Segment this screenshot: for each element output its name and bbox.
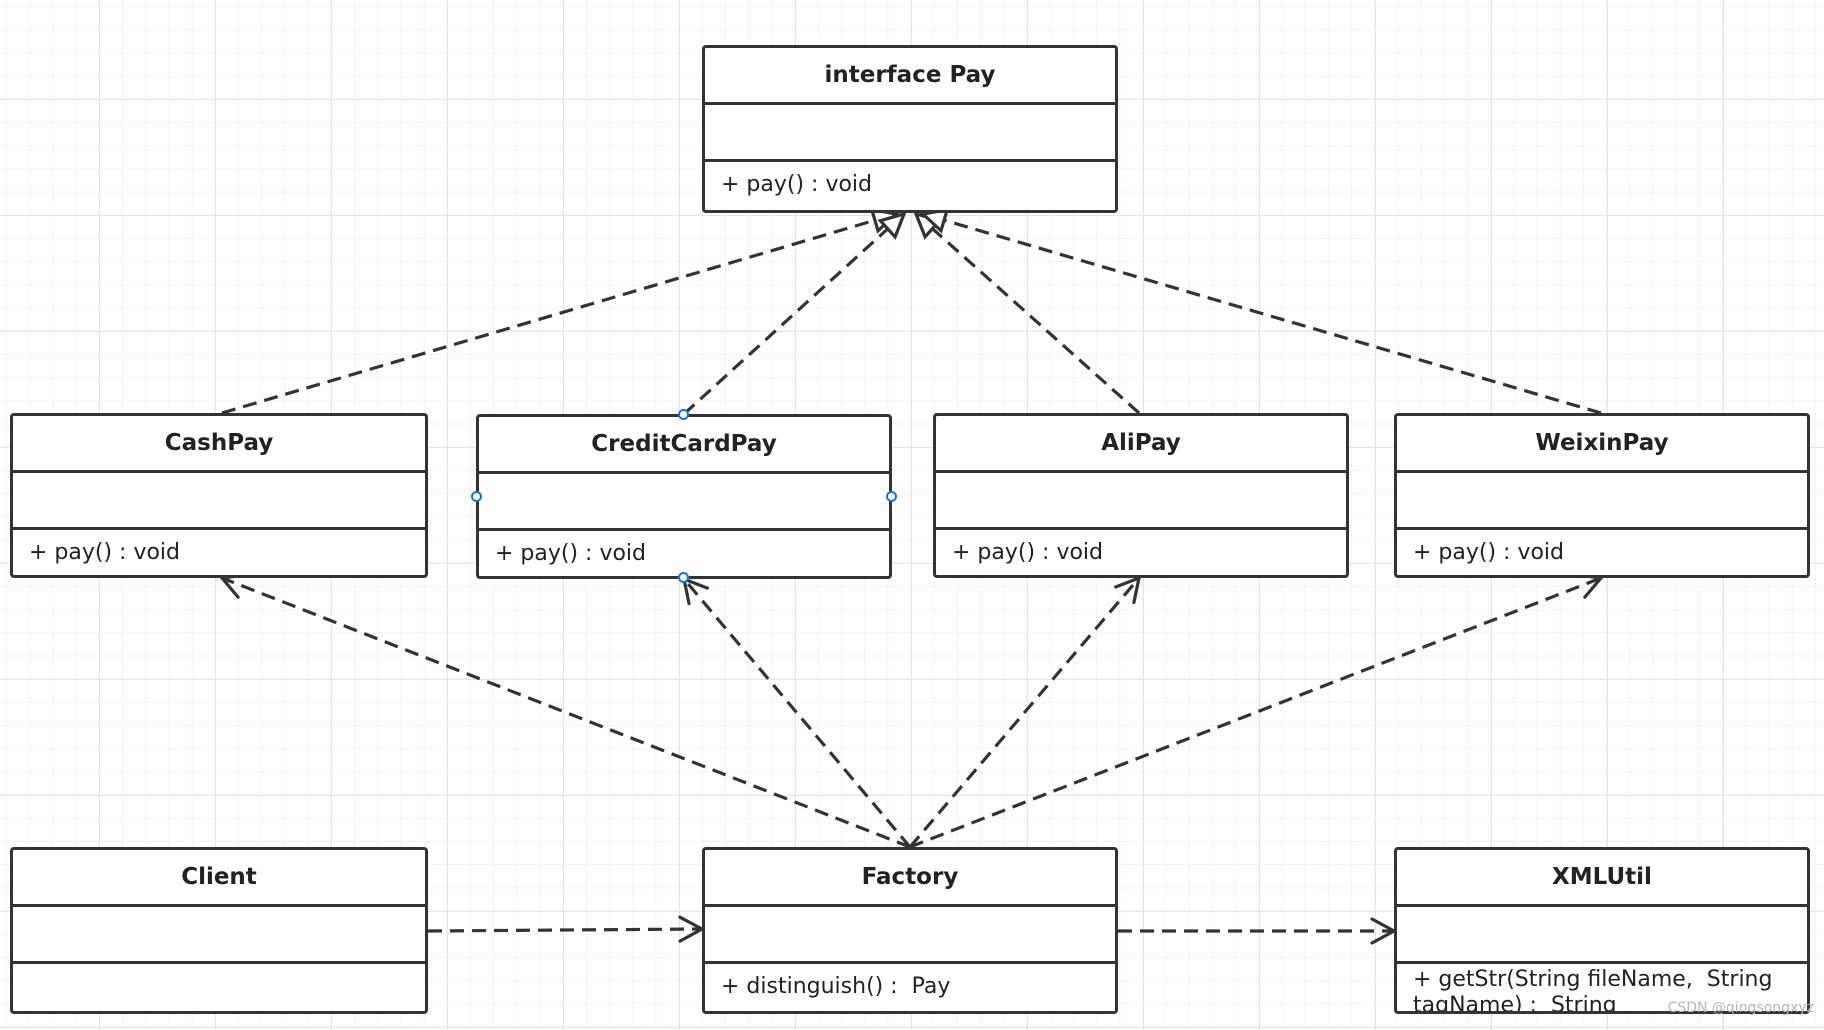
dashed-line [427, 927, 703, 933]
class-client[interactable]: Client [10, 847, 428, 1014]
dependency-factory-to-credit[interactable] [681, 576, 912, 849]
operations-compartment: + getStr(String fileName, String tagName… [1397, 961, 1807, 1011]
operations-compartment: + pay() : void [1397, 527, 1807, 575]
dependency-client-to-factory[interactable] [427, 915, 706, 943]
class-weixinpay[interactable]: WeixinPay + pay() : void [1394, 413, 1810, 578]
dashed-line [943, 218, 1602, 415]
class-creditcardpay[interactable]: CreditCardPay + pay() : void [476, 414, 892, 579]
attributes-compartment [1397, 470, 1807, 527]
dependency-factory-to-cash[interactable] [218, 573, 911, 849]
hollow-triangle-arrowhead [877, 211, 907, 240]
class-alipay[interactable]: AliPay + pay() : void [933, 413, 1349, 578]
realization-credit-to-pay[interactable] [682, 211, 907, 416]
dashed-line [682, 227, 889, 416]
operations-compartment: + pay() : void [936, 527, 1346, 575]
operations-compartment: + pay() : void [479, 528, 889, 576]
attributes-compartment [705, 102, 1115, 159]
attributes-compartment [13, 904, 425, 961]
class-name: interface Pay [824, 62, 996, 88]
watermark-text: CSDN @qingsongxyz [1667, 1000, 1814, 1016]
class-name: CashPay [164, 430, 274, 456]
realization-cash-to-pay[interactable] [221, 207, 900, 415]
dashed-line [221, 576, 911, 849]
selection-handle-left[interactable] [471, 491, 482, 502]
attributes-compartment [479, 471, 889, 528]
open-arrowhead [1574, 573, 1605, 599]
dashed-line [682, 577, 912, 849]
class-name: XMLUtil [1552, 864, 1652, 890]
dashed-line [908, 576, 1141, 849]
class-name: Factory [861, 864, 959, 890]
class-interface-pay[interactable]: interface Pay + pay() : void [702, 45, 1118, 213]
operations-compartment: + pay() : void [705, 159, 1115, 210]
operations-compartment [13, 961, 425, 1011]
selection-handle-bottom[interactable] [678, 572, 689, 583]
class-name: WeixinPay [1535, 430, 1669, 456]
operations-compartment: + pay() : void [13, 527, 425, 575]
dependency-factory-to-ali[interactable] [908, 575, 1142, 849]
attributes-compartment [705, 904, 1115, 961]
operations-compartment: + distinguish() : Pay [705, 961, 1115, 1011]
class-name: Client [181, 864, 257, 890]
class-cashpay[interactable]: CashPay + pay() : void [10, 413, 428, 578]
selection-handle-top[interactable] [678, 409, 689, 420]
attributes-compartment [936, 470, 1346, 527]
attributes-compartment [1397, 904, 1807, 961]
attributes-compartment [13, 470, 425, 527]
dashed-line [931, 227, 1141, 415]
class-name: AliPay [1101, 430, 1181, 456]
realization-weixin-to-pay[interactable] [919, 207, 1602, 415]
class-xmlutil[interactable]: XMLUtil + getStr(String fileName, String… [1394, 847, 1810, 1014]
dashed-line [909, 576, 1602, 849]
class-factory[interactable]: Factory + distinguish() : Pay [702, 847, 1118, 1014]
selection-handle-right[interactable] [886, 491, 897, 502]
dependency-factory-to-xmlutil[interactable] [1118, 917, 1398, 945]
dependency-factory-to-weixin[interactable] [909, 573, 1605, 849]
dashed-line [221, 218, 876, 415]
open-arrowhead [1114, 575, 1142, 605]
class-name: CreditCardPay [591, 431, 777, 457]
